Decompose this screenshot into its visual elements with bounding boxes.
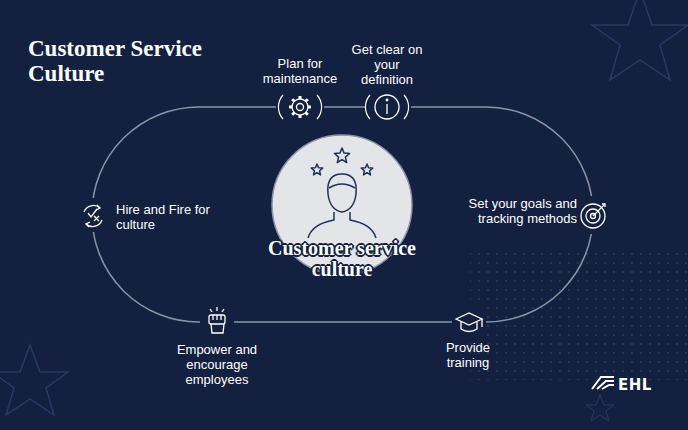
step-label: Plan for maintenance: [257, 56, 343, 86]
step-label: Provide training: [431, 340, 505, 370]
diagram-title: Customer Service Culture: [28, 36, 258, 86]
step-label: Set your goals and tracking methods: [467, 196, 577, 226]
step-label: Empower and encourage employees: [165, 342, 269, 387]
step-label: Hire and Fire for culture: [116, 202, 212, 232]
center-title: Customer service culture: [242, 238, 442, 280]
logo-text: EHL: [618, 376, 668, 394]
center-circle: Customer service culture: [242, 134, 442, 284]
step-label: Get clear on your definition: [350, 42, 424, 87]
